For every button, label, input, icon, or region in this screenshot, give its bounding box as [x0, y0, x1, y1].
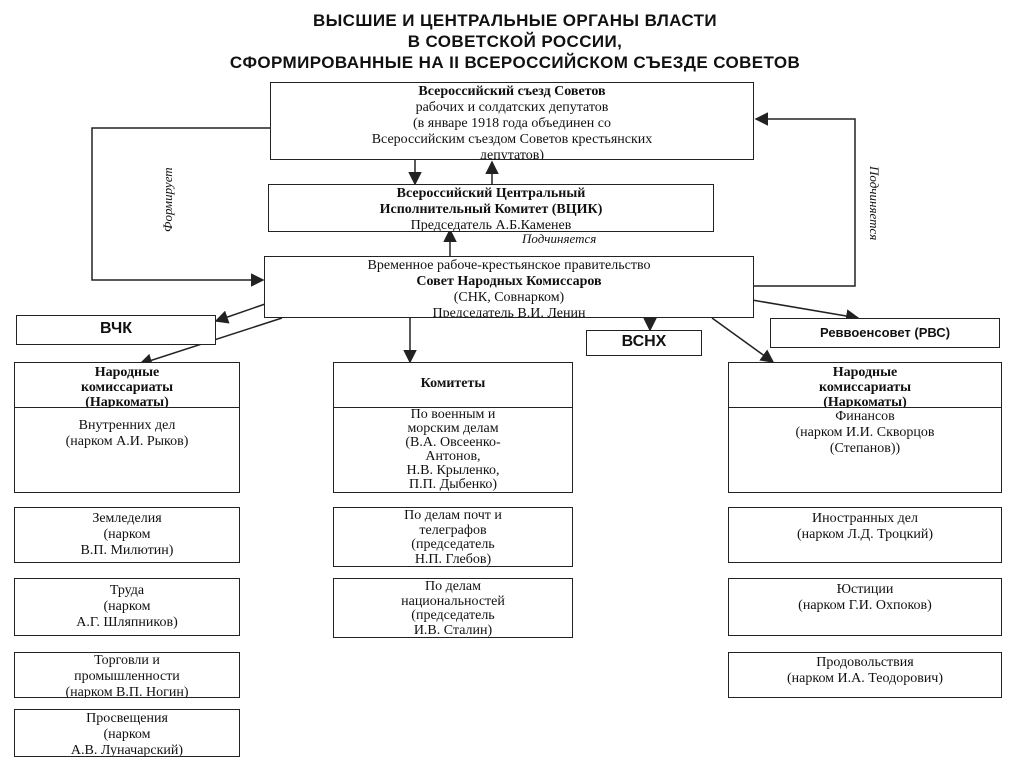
committee-post: По делам почт и телеграфов (председатель…: [333, 507, 573, 567]
right-item-justice: Юстиции (нарком Г.И. Охпоков): [728, 578, 1002, 636]
snk-line: Временное рабоче-крестьянское правительс…: [367, 258, 651, 273]
header-line: Народные: [94, 365, 160, 380]
vtsik-line: Председатель А.Б.Каменев: [410, 218, 572, 232]
item-line: Земледелия: [92, 511, 162, 526]
committee-military: По военным и морским делам (В.А. Овсеенк…: [333, 407, 573, 493]
left-item-labour: Труда (нарком А.Г. Шляпников): [14, 578, 240, 636]
item-line: Труда: [109, 583, 145, 598]
congress-line: Всероссийским съездом Советов крестьянск…: [371, 132, 653, 147]
rvs-box: Реввоенсовет (РВС): [770, 318, 1000, 348]
item-line: Н.П. Глебов): [414, 551, 492, 567]
header-line: Народные: [832, 365, 898, 380]
right-item-foreign: Иностранных дел (нарком Л.Д. Троцкий): [728, 507, 1002, 563]
header-line: (Наркоматы): [85, 395, 169, 410]
snk-line: Председатель В.И. Ленин: [432, 306, 586, 318]
right-item-finance: Финансов (нарком И.И. Скворцов (Степанов…: [728, 407, 1002, 493]
rvs-label: Реввоенсовет (РВС): [819, 325, 951, 340]
item-line: Иностранных дел: [812, 511, 918, 526]
item-line: Н.В. Крыленко,: [406, 463, 500, 478]
arrow-snk-subordinate-congress: [752, 112, 856, 287]
item-line: В.П. Милютин): [80, 543, 174, 558]
left-item-internal: Внутренних дел (нарком А.И. Рыков): [14, 407, 240, 493]
item-line: морским делам: [407, 421, 499, 436]
item-line: А.В. Луначарский): [70, 743, 184, 757]
left-item-education: Просвещения (нарком А.В. Луначарский): [14, 709, 240, 757]
title-line: В СОВЕТСКОЙ РОССИИ,: [407, 32, 623, 51]
item-line: (нарком Г.И. Охпоков): [798, 598, 932, 613]
header-line: комиссариаты: [80, 380, 174, 395]
item-line: П.П. Дыбенко): [408, 477, 498, 492]
item-line: (нарком И.И. Скворцов: [795, 425, 935, 440]
header-line: (Наркоматы): [823, 395, 907, 410]
vchk-box: ВЧК: [16, 315, 216, 345]
congress-line: Всероссийский съезд Советов: [418, 84, 606, 99]
item-line: По делам: [424, 579, 481, 594]
item-line: Просвещения: [86, 711, 168, 726]
header-line: Комитеты: [420, 376, 486, 391]
vtsik-line: Всероссийский Центральный: [396, 186, 586, 201]
vtsik-box: Всероссийский Центральный Исполнительный…: [268, 184, 714, 232]
arrow-snk-to-rvs: [751, 299, 860, 323]
right-commissariats-header: Народные комиссариаты (Наркоматы): [728, 362, 1002, 410]
arrow-snk-to-right-commissariats: [711, 317, 775, 363]
item-line: (нарком: [103, 527, 151, 542]
item-line: По военным и: [410, 407, 496, 422]
item-line: промышленности: [74, 669, 180, 684]
item-line: (В.А. Овсеенко-: [405, 435, 501, 450]
item-line: телеграфов: [419, 522, 487, 538]
title-line: ВЫСШИЕ И ЦЕНТРАЛЬНЫЕ ОРГАНЫ ВЛАСТИ: [312, 11, 718, 30]
congress-line: (в январе 1918 года объединен со: [413, 116, 611, 131]
label-subordinate-right: Подчиняется: [867, 166, 882, 241]
item-line: (нарком И.А. Теодорович): [786, 671, 944, 686]
item-line: (председатель: [411, 608, 495, 623]
left-commissariats-header: Народные комиссариаты (Наркоматы): [14, 362, 240, 410]
left-item-trade: Торговли и промышленности (нарком В.П. Н…: [14, 652, 240, 698]
item-line: (нарком А.И. Рыков): [65, 434, 189, 449]
item-line: Юстиции: [836, 582, 894, 597]
committee-nationalities: По делам национальностей (председатель И…: [333, 578, 573, 638]
vsnkh-box: ВСНХ: [586, 330, 702, 356]
label-forms: Формирует: [160, 167, 175, 232]
item-line: А.Г. Шляпников): [76, 615, 178, 630]
snk-line: Совет Народных Комиссаров: [416, 274, 602, 289]
congress-line: депутатов): [479, 148, 545, 160]
item-line: И.В. Сталин): [413, 622, 493, 638]
item-line: (нарком: [103, 727, 151, 742]
header-line: комиссариаты: [818, 380, 912, 395]
item-line: (нарком В.П. Ногин): [65, 685, 189, 698]
item-line: Финансов: [835, 409, 895, 424]
item-line: Торговли и: [94, 653, 160, 668]
congress-line: рабочих и солдатских депутатов: [415, 100, 609, 115]
snk-line: (СНК, Совнарком): [453, 290, 565, 305]
arrow-snk-to-vchk: [214, 302, 269, 324]
vchk-label: ВЧК: [100, 320, 132, 337]
item-line: Продовольствия: [816, 655, 914, 670]
snk-box: Временное рабоче-крестьянское правительс…: [264, 256, 754, 318]
vtsik-line: Исполнительный Комитет (ВЦИК): [379, 202, 603, 217]
arrow-congress-forms-snk: [91, 127, 270, 287]
committees-header: Комитеты: [333, 362, 573, 408]
item-line: (нарком: [103, 599, 151, 614]
title-line: СФОРМИРОВАННЫЕ НА II ВСЕРОССИЙСКОМ СЪЕЗД…: [229, 53, 801, 72]
label-subordinate-center: Подчиняется: [522, 231, 597, 246]
right-item-food: Продовольствия (нарком И.А. Теодорович): [728, 652, 1002, 698]
item-line: Внутренних дел: [78, 418, 176, 433]
item-line: (председатель: [411, 537, 495, 552]
vsnkh-label: ВСНХ: [621, 333, 667, 350]
diagram-title: ВЫСШИЕ И ЦЕНТРАЛЬНЫЕ ОРГАНЫ ВЛАСТИ В СОВ…: [80, 10, 950, 73]
item-line: По делам почт и: [404, 508, 502, 523]
item-line: (Степанов)): [829, 441, 901, 456]
item-line: Антонов,: [425, 449, 481, 464]
item-line: национальностей: [401, 593, 505, 609]
item-line: (нарком Л.Д. Троцкий): [796, 527, 934, 542]
congress-box: Всероссийский съезд Советов рабочих и со…: [270, 82, 754, 160]
left-item-agriculture: Земледелия (нарком В.П. Милютин): [14, 507, 240, 563]
